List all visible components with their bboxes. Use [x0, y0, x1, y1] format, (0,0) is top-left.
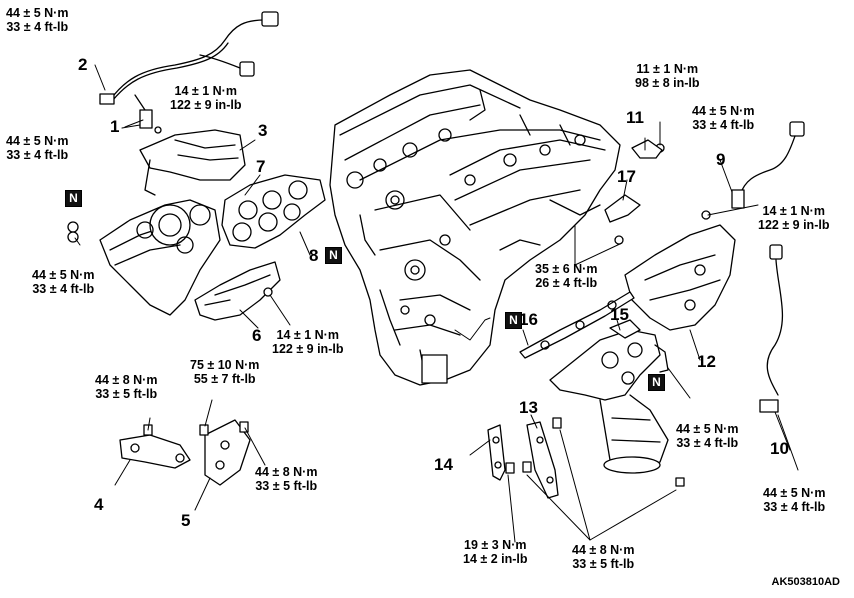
part-number-3: 3: [258, 121, 268, 140]
new-part-mark: N: [325, 247, 342, 264]
torque-label: 44 ± 8 N·m 33 ± 5 ft-lb: [255, 465, 318, 493]
figure-code: AK503810AD: [771, 576, 840, 588]
stay-13: [526, 421, 559, 499]
torque-label: 44 ± 5 N·m 33 ± 4 ft-lb: [6, 6, 69, 34]
part-number-14: 14: [434, 455, 453, 474]
part-number-8: 8: [309, 246, 319, 265]
torque-label: 44 ± 8 N·m 33 ± 5 ft-lb: [572, 543, 635, 571]
torque-label: 44 ± 5 N·m 33 ± 4 ft-lb: [32, 268, 95, 296]
torque-label: 44 ± 5 N·m 33 ± 4 ft-lb: [692, 104, 755, 132]
part-number-9: 9: [716, 150, 726, 169]
part-number-2: 2: [78, 55, 88, 74]
manifold-gasket: [221, 174, 326, 249]
torque-label: 19 ± 3 N·m 14 ± 2 in-lb: [463, 538, 528, 566]
oxygen-sensor-2: [99, 11, 279, 129]
torque-label: 14 ± 1 N·m 122 ± 9 in-lb: [272, 328, 344, 356]
torque-label: 14 ± 1 N·m 122 ± 9 in-lb: [758, 204, 830, 232]
part-number-15: 15: [610, 305, 629, 324]
oxygen-sensor-9: [731, 121, 805, 209]
new-part-mark: N: [505, 312, 522, 329]
bracket-15: [609, 319, 669, 373]
torque-label: 44 ± 5 N·m 33 ± 4 ft-lb: [763, 486, 826, 514]
front-exhaust-manifold: [99, 199, 221, 316]
part-number-7: 7: [256, 157, 266, 176]
part-number-13: 13: [519, 398, 538, 417]
new-part-mark: N: [65, 190, 82, 207]
new-part-mark: N: [648, 374, 665, 391]
rear-heat-protector-12: [624, 224, 736, 331]
part-number-10: 10: [770, 439, 789, 458]
torque-label: 11 ± 1 N·m 98 ± 8 in-lb: [635, 62, 700, 90]
stay-14: [487, 424, 506, 481]
bracket-17: [604, 194, 641, 223]
bracket-11: [631, 139, 663, 159]
engine-block: [329, 69, 621, 386]
bracket-4: [119, 434, 191, 469]
part-number-17: 17: [617, 167, 636, 186]
part-number-6: 6: [252, 326, 262, 345]
part-number-12: 12: [697, 352, 716, 371]
part-number-11: 11: [626, 108, 644, 127]
part-number-5: 5: [181, 511, 191, 530]
torque-label: 44 ± 8 N·m 33 ± 5 ft-lb: [95, 373, 158, 401]
torque-label: 75 ± 10 N·m 55 ± 7 ft-lb: [190, 358, 260, 386]
torque-label: 44 ± 5 N·m 33 ± 4 ft-lb: [676, 422, 739, 450]
rear-exhaust-manifold: [549, 329, 669, 474]
leader-lines: [74, 64, 799, 543]
heat-protector-3: [139, 129, 246, 196]
part-number-1: 1: [110, 117, 120, 136]
part-number-16: 16: [519, 310, 538, 329]
part-number-4: 4: [94, 495, 104, 514]
bracket-5: [204, 419, 251, 486]
torque-label: 44 ± 5 N·m 33 ± 4 ft-lb: [6, 134, 69, 162]
torque-label: 14 ± 1 N·m 122 ± 9 in-lb: [170, 84, 242, 112]
torque-label: 35 ± 6 N·m 26 ± 4 ft-lb: [535, 262, 598, 290]
gasket-16: [519, 291, 635, 359]
oxygen-sensor-10: [759, 244, 784, 413]
